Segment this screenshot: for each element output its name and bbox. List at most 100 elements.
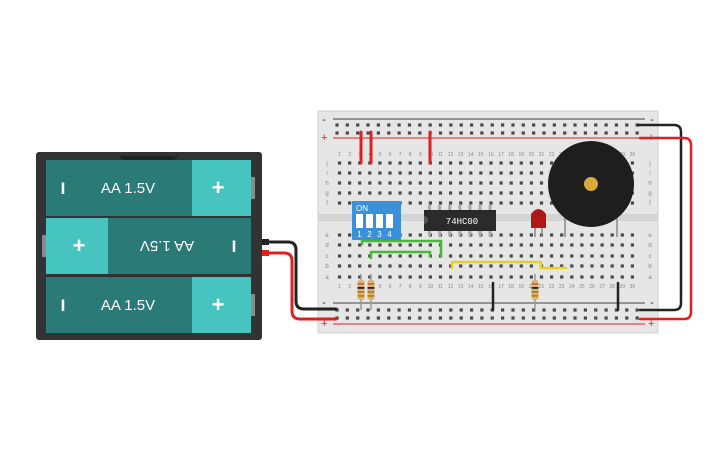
rail-hole	[594, 308, 598, 312]
terminal-hole	[519, 191, 523, 195]
ic-pin-top	[448, 205, 452, 211]
terminal-hole	[469, 254, 473, 258]
dip-number-1: 1	[357, 230, 362, 239]
rail-hole	[604, 123, 608, 127]
rail-hole	[397, 123, 401, 127]
resistor-band	[367, 295, 375, 297]
row-letter-left: f	[326, 201, 328, 207]
row-letter-left: h	[325, 181, 328, 187]
terminal-hole	[529, 181, 533, 185]
terminal-hole	[570, 275, 574, 279]
column-number-top: 17	[498, 152, 504, 158]
terminal-hole	[337, 191, 342, 195]
terminal-hole	[550, 275, 554, 279]
resistor-3	[531, 274, 539, 310]
terminal-hole	[570, 254, 574, 258]
terminal-hole	[358, 181, 362, 185]
terminal-hole	[337, 161, 342, 165]
terminal-hole	[418, 254, 422, 258]
terminal-hole	[539, 161, 544, 165]
terminal-hole	[408, 254, 412, 258]
terminal-hole	[539, 171, 544, 175]
terminal-hole	[368, 191, 372, 195]
rail-hole	[387, 308, 391, 312]
rail-hole	[345, 316, 349, 320]
terminal-hole	[479, 181, 483, 185]
rail-hole	[511, 123, 515, 127]
rail-hole	[552, 308, 556, 312]
ic-notch	[424, 216, 428, 224]
terminal-hole	[428, 264, 432, 268]
rail-hole	[625, 123, 629, 127]
terminal-hole	[449, 161, 453, 165]
column-number-top: 30	[630, 152, 636, 158]
cell-2-positive-sign: +	[73, 233, 86, 258]
ic-pin-bottom	[428, 230, 431, 236]
rail-hole	[397, 131, 401, 135]
terminal-hole	[580, 233, 584, 237]
green-jumper-1	[360, 239, 443, 258]
terminal-hole	[489, 171, 493, 175]
terminal-hole	[469, 264, 473, 268]
rail-hole	[563, 316, 567, 320]
terminal-hole	[620, 275, 624, 279]
terminal-hole	[620, 243, 624, 247]
wires	[266, 123, 693, 321]
terminal-hole	[519, 233, 523, 237]
rail-hole	[583, 131, 587, 135]
column-number-bottom: 26	[589, 284, 595, 290]
cell-3-positive-terminal	[192, 277, 251, 333]
terminal-hole	[337, 254, 342, 258]
resistor-band	[531, 295, 539, 297]
rail-hole	[521, 123, 525, 127]
cell-3-label: AA 1.5V	[101, 297, 155, 314]
terminal-hole	[529, 264, 533, 268]
row-letter-left: c	[326, 254, 329, 260]
ic-pin-bottom	[458, 230, 462, 236]
terminal-hole	[378, 264, 382, 268]
column-number-bottom: 9	[419, 284, 422, 290]
dip-switch[interactable]: ON 1 2 3 4	[352, 201, 401, 240]
ic-pin-bottom	[468, 230, 472, 236]
battery-red-wire	[266, 251, 338, 321]
terminal-hole	[499, 171, 503, 175]
terminal-hole	[539, 254, 544, 258]
column-number-bottom: 8	[409, 284, 412, 290]
rail-hole	[511, 316, 515, 320]
dip-toggle-1[interactable]	[356, 214, 363, 228]
terminal-hole	[418, 171, 422, 175]
terminal-hole	[519, 275, 523, 279]
terminal-hole	[499, 181, 503, 185]
terminal-hole	[337, 275, 342, 279]
column-number-bottom: 14	[468, 284, 474, 290]
column-number-bottom: 7	[399, 284, 402, 290]
ic-pin-top	[438, 205, 442, 211]
rail-hole	[583, 316, 587, 320]
rail-hole	[366, 316, 370, 320]
terminal-hole	[398, 254, 402, 258]
rail-hole	[438, 123, 443, 127]
dip-toggle-4[interactable]	[386, 214, 393, 228]
rail-hole	[335, 123, 339, 127]
terminal-hole	[449, 171, 453, 175]
rail-hole	[449, 123, 453, 127]
column-number-top: 22	[549, 152, 555, 158]
rail-hole	[521, 308, 525, 312]
terminal-hole	[509, 264, 513, 268]
terminal-hole	[398, 181, 402, 185]
terminal-hole	[509, 243, 513, 247]
dip-toggle-2[interactable]	[366, 214, 373, 228]
terminal-hole	[438, 161, 443, 165]
rail-hole	[594, 131, 598, 135]
terminal-hole	[489, 191, 493, 195]
terminal-hole	[408, 171, 412, 175]
terminal-hole	[418, 181, 422, 185]
terminal-hole	[519, 181, 523, 185]
rail-hole	[469, 308, 474, 312]
terminal-hole	[469, 275, 473, 279]
rail-hole	[490, 316, 494, 320]
cell-2-negative-sign: I	[232, 237, 237, 256]
resistor-band	[357, 283, 365, 285]
terminal-hole	[428, 181, 432, 185]
dip-toggle-3[interactable]	[376, 214, 383, 228]
